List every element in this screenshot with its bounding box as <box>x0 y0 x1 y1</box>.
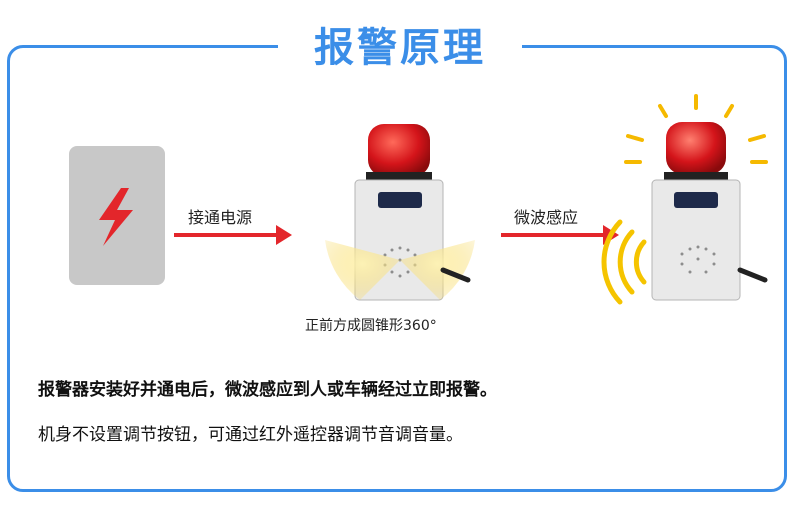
lightning-bolt-icon <box>99 188 133 246</box>
label-microwave: 微波感应 <box>514 208 579 227</box>
alarm-device-idle <box>300 110 500 310</box>
alarming-lamp-icon <box>601 94 768 305</box>
description-line-1: 报警器安装好并通电后，微波感应到人或车辆经过立即报警。 <box>38 380 497 400</box>
page-title: 报警原理 <box>314 25 486 71</box>
power-card <box>69 146 165 285</box>
alarm-device-active <box>600 92 790 312</box>
lamp-icon <box>325 124 475 301</box>
cone-caption: 正前方成圆锥形360° <box>305 318 437 334</box>
arrow-microwave <box>501 225 619 245</box>
label-power-on: 接通电源 <box>188 208 253 227</box>
arrow-power <box>174 225 292 245</box>
title-background <box>278 20 522 80</box>
description-line-2: 机身不设置调节按钮，可通过红外遥控器调节音调音量。 <box>38 425 463 445</box>
